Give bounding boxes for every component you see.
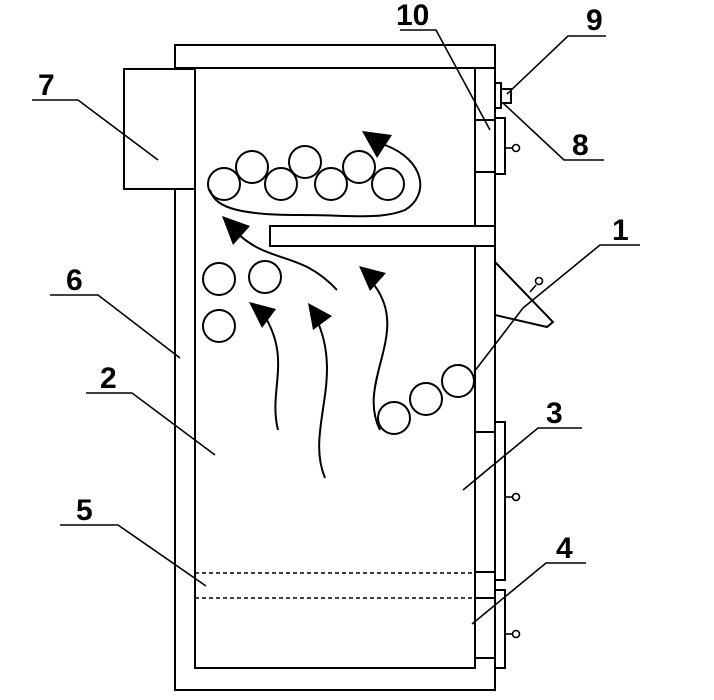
label-3: 3: [546, 397, 563, 430]
label-6: 6: [66, 264, 83, 297]
leader-lines: [32, 29, 640, 625]
explosion-hatch: [494, 259, 555, 329]
grate: [195, 572, 475, 599]
boiler-casing: [174, 44, 496, 691]
label-2: 2: [100, 362, 117, 395]
ash-door: [474, 589, 521, 669]
baffle-plate: [269, 225, 496, 247]
loading-door: [474, 421, 521, 581]
label-5: 5: [76, 494, 93, 527]
gas-flow-arrows: [209, 131, 422, 479]
label-9: 9: [586, 4, 603, 37]
label-8: 8: [572, 129, 589, 162]
label-7: 7: [38, 69, 55, 102]
upper-tube-bank: [207, 145, 405, 201]
flue-box: [123, 68, 196, 190]
valve-fitting: [494, 82, 512, 109]
side-panel-upper: [474, 171, 496, 227]
middle-tube-bank: [202, 260, 282, 343]
lower-tube-bank: [377, 364, 475, 435]
label-10: 10: [396, 0, 429, 32]
label-1: 1: [612, 214, 629, 247]
upper-door: [474, 67, 521, 175]
label-4: 4: [556, 532, 573, 565]
